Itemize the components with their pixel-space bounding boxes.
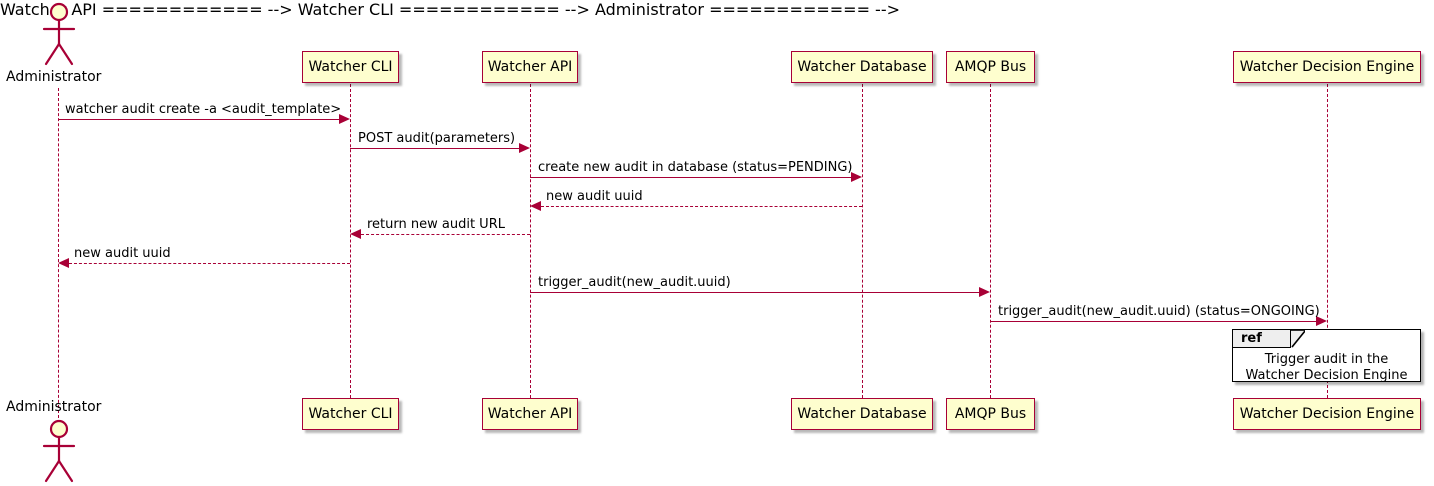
participant-label-amqp-bus-top: AMQP Bus	[954, 59, 1027, 75]
ref-fragment-box[interactable]: ref Trigger audit in the Watcher Decisio…	[1232, 329, 1421, 384]
message-arrow-6	[69, 263, 350, 264]
participant-label-amqp-bus-bottom: AMQP Bus	[954, 406, 1027, 422]
message-arrow-3	[530, 177, 851, 178]
message-arrowhead-5	[350, 229, 361, 239]
message-label-8: trigger_audit(new_audit.uuid) (status=ON…	[998, 304, 1320, 319]
lifeline-administrator	[58, 88, 59, 418]
message-arrowhead-6	[58, 258, 69, 268]
message-label-1: watcher audit create -a <audit_template>	[65, 102, 342, 117]
participant-box-watcher-decision-engine-top[interactable]: Watcher Decision Engine	[1233, 51, 1421, 83]
message-arrow-7	[530, 292, 979, 293]
message-arrowhead-8	[1316, 316, 1327, 326]
participant-label-watcher-cli-bottom: Watcher CLI	[308, 406, 393, 422]
participant-label-watcher-database-top: Watcher Database	[797, 59, 927, 75]
message-label-6: new audit uuid	[74, 246, 171, 261]
message-label-7: trigger_audit(new_audit.uuid)	[538, 275, 731, 290]
participant-label-watcher-database-bottom: Watcher Database	[797, 406, 927, 422]
lifeline-watcher-database	[862, 84, 863, 398]
lifeline-watcher-cli	[350, 84, 351, 398]
actor-administrator-bottom[interactable]	[30, 419, 88, 483]
message-label-3: create new audit in database (status=PEN…	[538, 160, 853, 175]
participant-box-watcher-api-bottom[interactable]: Watcher API	[482, 398, 578, 430]
message-arrowhead-3	[851, 172, 862, 182]
ref-fragment-tab-notch-icon	[1291, 330, 1305, 348]
message-arrow-5	[361, 234, 530, 235]
message-arrowhead-1	[339, 114, 350, 124]
ref-fragment-text-line-1: Trigger audit in the	[1264, 352, 1389, 367]
participant-box-watcher-decision-engine-bottom[interactable]: Watcher Decision Engine	[1233, 398, 1421, 430]
message-arrow-2	[350, 148, 519, 149]
message-arrow-4	[541, 206, 862, 207]
actor-figure-icon	[42, 419, 76, 483]
participant-box-watcher-cli-bottom[interactable]: Watcher CLI	[302, 398, 399, 430]
participant-box-watcher-database-top[interactable]: Watcher Database	[791, 51, 933, 83]
lifeline-watcher-decision-engine	[1327, 84, 1328, 398]
message-label-2: POST audit(parameters)	[358, 131, 516, 146]
message-arrowhead-4	[530, 201, 541, 211]
message-arrow-8	[990, 321, 1316, 322]
participant-box-amqp-bus-top[interactable]: AMQP Bus	[946, 51, 1035, 83]
ref-fragment-tab	[1233, 330, 1291, 348]
message-arrowhead-2	[519, 143, 530, 153]
participant-label-watcher-api-bottom: Watcher API	[487, 406, 573, 422]
lifeline-watcher-api	[530, 84, 531, 398]
participant-label-watcher-decision-engine-bottom: Watcher Decision Engine	[1239, 406, 1415, 422]
participant-box-watcher-database-bottom[interactable]: Watcher Database	[791, 398, 933, 430]
participant-box-amqp-bus-bottom[interactable]: AMQP Bus	[946, 398, 1035, 430]
message-label-5: return new audit URL	[367, 217, 505, 232]
participant-label-watcher-api-top: Watcher API	[487, 59, 573, 75]
message-arrow-1	[58, 119, 339, 120]
participant-box-watcher-api-top[interactable]: Watcher API	[482, 51, 578, 83]
message-label-4: new audit uuid	[546, 189, 643, 204]
ref-fragment-text-line-2: Watcher Decision Engine	[1245, 368, 1408, 383]
actor-label-administrator-top: Administrator	[6, 69, 102, 85]
participant-label-watcher-decision-engine-top: Watcher Decision Engine	[1239, 59, 1415, 75]
actor-figure-icon	[42, 2, 76, 66]
ref-fragment-tab-label: ref	[1241, 331, 1262, 346]
message-arrowhead-7	[979, 287, 990, 297]
actor-administrator-top[interactable]	[30, 2, 88, 66]
ref-fragment-text: Trigger audit in the Watcher Decision En…	[1233, 352, 1420, 384]
participant-box-watcher-cli-top[interactable]: Watcher CLI	[302, 51, 399, 83]
participant-label-watcher-cli-top: Watcher CLI	[308, 59, 393, 75]
actor-label-administrator-bottom: Administrator	[6, 399, 102, 415]
lifeline-amqp-bus	[990, 84, 991, 398]
